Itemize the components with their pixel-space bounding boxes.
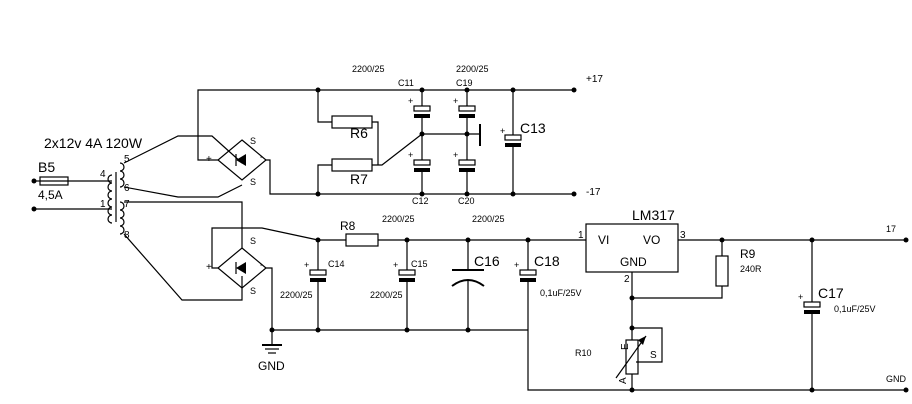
transformer-rating: 2x12v 4A 120W — [44, 135, 143, 151]
pin-7-label: 7 — [124, 199, 130, 210]
resistor-r8 — [345, 233, 379, 247]
wire-lower-minus — [266, 267, 273, 345]
r10-s: S — [650, 350, 657, 361]
bridge-upper-ac2: S — [250, 177, 256, 187]
fuse-rating: 4,5A — [38, 188, 63, 202]
r10-e: E — [620, 343, 631, 350]
capacitor-c17 — [803, 301, 821, 308]
capacitor-c11 — [413, 105, 431, 112]
resistor-r9 — [715, 255, 729, 287]
bridge-rectifier-upper — [217, 139, 267, 181]
bridge-lower-minus: - — [260, 260, 263, 271]
c17-plus: + — [798, 292, 803, 302]
transformer-coil-primary — [107, 174, 113, 224]
capacitor-c14 — [309, 269, 327, 276]
capacitor-c18 — [519, 269, 537, 276]
regulator-vi: VI — [598, 233, 609, 247]
r7-label: R7 — [350, 171, 368, 187]
r8-label: R8 — [340, 219, 356, 233]
c18-value: 0,1uF/25V — [540, 288, 582, 298]
r10-a: A — [618, 377, 629, 384]
regulator-name: LM317 — [632, 207, 675, 223]
wire-gnd-out — [527, 330, 906, 391]
svg-text:+: + — [453, 96, 458, 106]
r10-label: R10 — [575, 348, 592, 358]
capacitor-c19 — [458, 105, 476, 112]
svg-text:+: + — [408, 96, 413, 106]
wire-pos-rail — [197, 89, 574, 161]
fuse-name: B5 — [38, 159, 55, 175]
c16-label: C16 — [474, 253, 500, 269]
transformer-coil-upper-secondary — [119, 162, 125, 188]
c11-label: C11 — [398, 78, 414, 88]
pin3-label: 3 — [680, 230, 686, 241]
pin-4-label: 4 — [100, 169, 106, 180]
svg-text:+: + — [304, 260, 309, 270]
r6-label: R6 — [350, 125, 368, 141]
transformer — [107, 162, 125, 235]
pin2-label: 2 — [624, 274, 630, 285]
svg-text:+: + — [453, 150, 458, 160]
pin-5-label: 5 — [124, 154, 130, 165]
transformer-coil-lower-secondary — [119, 201, 125, 235]
ground-symbol — [262, 344, 282, 354]
r9-value: 240R — [740, 264, 762, 274]
wire-pin5 — [123, 135, 243, 164]
gnd-out-label: GND — [886, 374, 907, 384]
bridge-upper-minus: - — [260, 152, 263, 163]
wire-pin7 — [124, 201, 243, 248]
c12-label: C12 — [412, 196, 429, 206]
c14-label: C14 — [328, 259, 345, 269]
regulator-vo: VO — [643, 233, 660, 247]
c15-top-value: 2200/25 — [382, 214, 415, 224]
c16-top-value: 2200/25 — [472, 214, 505, 224]
c11-value: 2200/25 — [352, 64, 385, 74]
svg-text:+: + — [514, 260, 519, 270]
pin1-label: 1 — [578, 230, 584, 241]
r9-label: R9 — [740, 247, 756, 261]
regulator-gnd: GND — [620, 255, 647, 269]
wire-pin8 — [123, 233, 243, 301]
pin-6-label: 6 — [124, 183, 130, 194]
out-label: 17 — [886, 224, 896, 234]
capacitor-c15 — [398, 269, 416, 276]
bridge-rectifier-lower — [217, 247, 267, 289]
c15-value: 2200/25 — [370, 290, 403, 300]
bridge-lower-ac1: S — [250, 236, 256, 246]
c14-value: 2200/25 — [280, 290, 313, 300]
ground-label: GND — [258, 359, 285, 373]
c17-label: C17 — [818, 285, 844, 301]
label-minus17: -17 — [586, 187, 601, 198]
c18-label: C18 — [534, 253, 560, 269]
c15-label: C15 — [411, 259, 428, 269]
c13-label: C13 — [520, 120, 546, 136]
capacitor-c20 — [458, 159, 476, 166]
capacitor-c13 — [504, 134, 522, 141]
pin-8-label: 8 — [124, 230, 130, 241]
resistor-r7 — [331, 158, 373, 172]
c19-label: C19 — [456, 78, 473, 88]
wire-pin6 — [123, 184, 243, 198]
c19-value: 2200/25 — [456, 64, 489, 74]
c20-label: C20 — [458, 196, 475, 206]
c17-value: 0,1uF/25V — [834, 304, 876, 314]
capacitor-c12 — [413, 159, 431, 166]
svg-text:+: + — [393, 260, 398, 270]
bridge-upper-ac1: S — [250, 136, 256, 146]
label-plus17: +17 — [586, 74, 603, 85]
svg-text:+: + — [408, 150, 413, 160]
pin-1-label: 1 — [100, 199, 106, 210]
svg-text:+: + — [500, 126, 505, 136]
bridge-lower-ac2: S — [250, 286, 256, 296]
bridge-lower-plus: + — [206, 262, 212, 273]
